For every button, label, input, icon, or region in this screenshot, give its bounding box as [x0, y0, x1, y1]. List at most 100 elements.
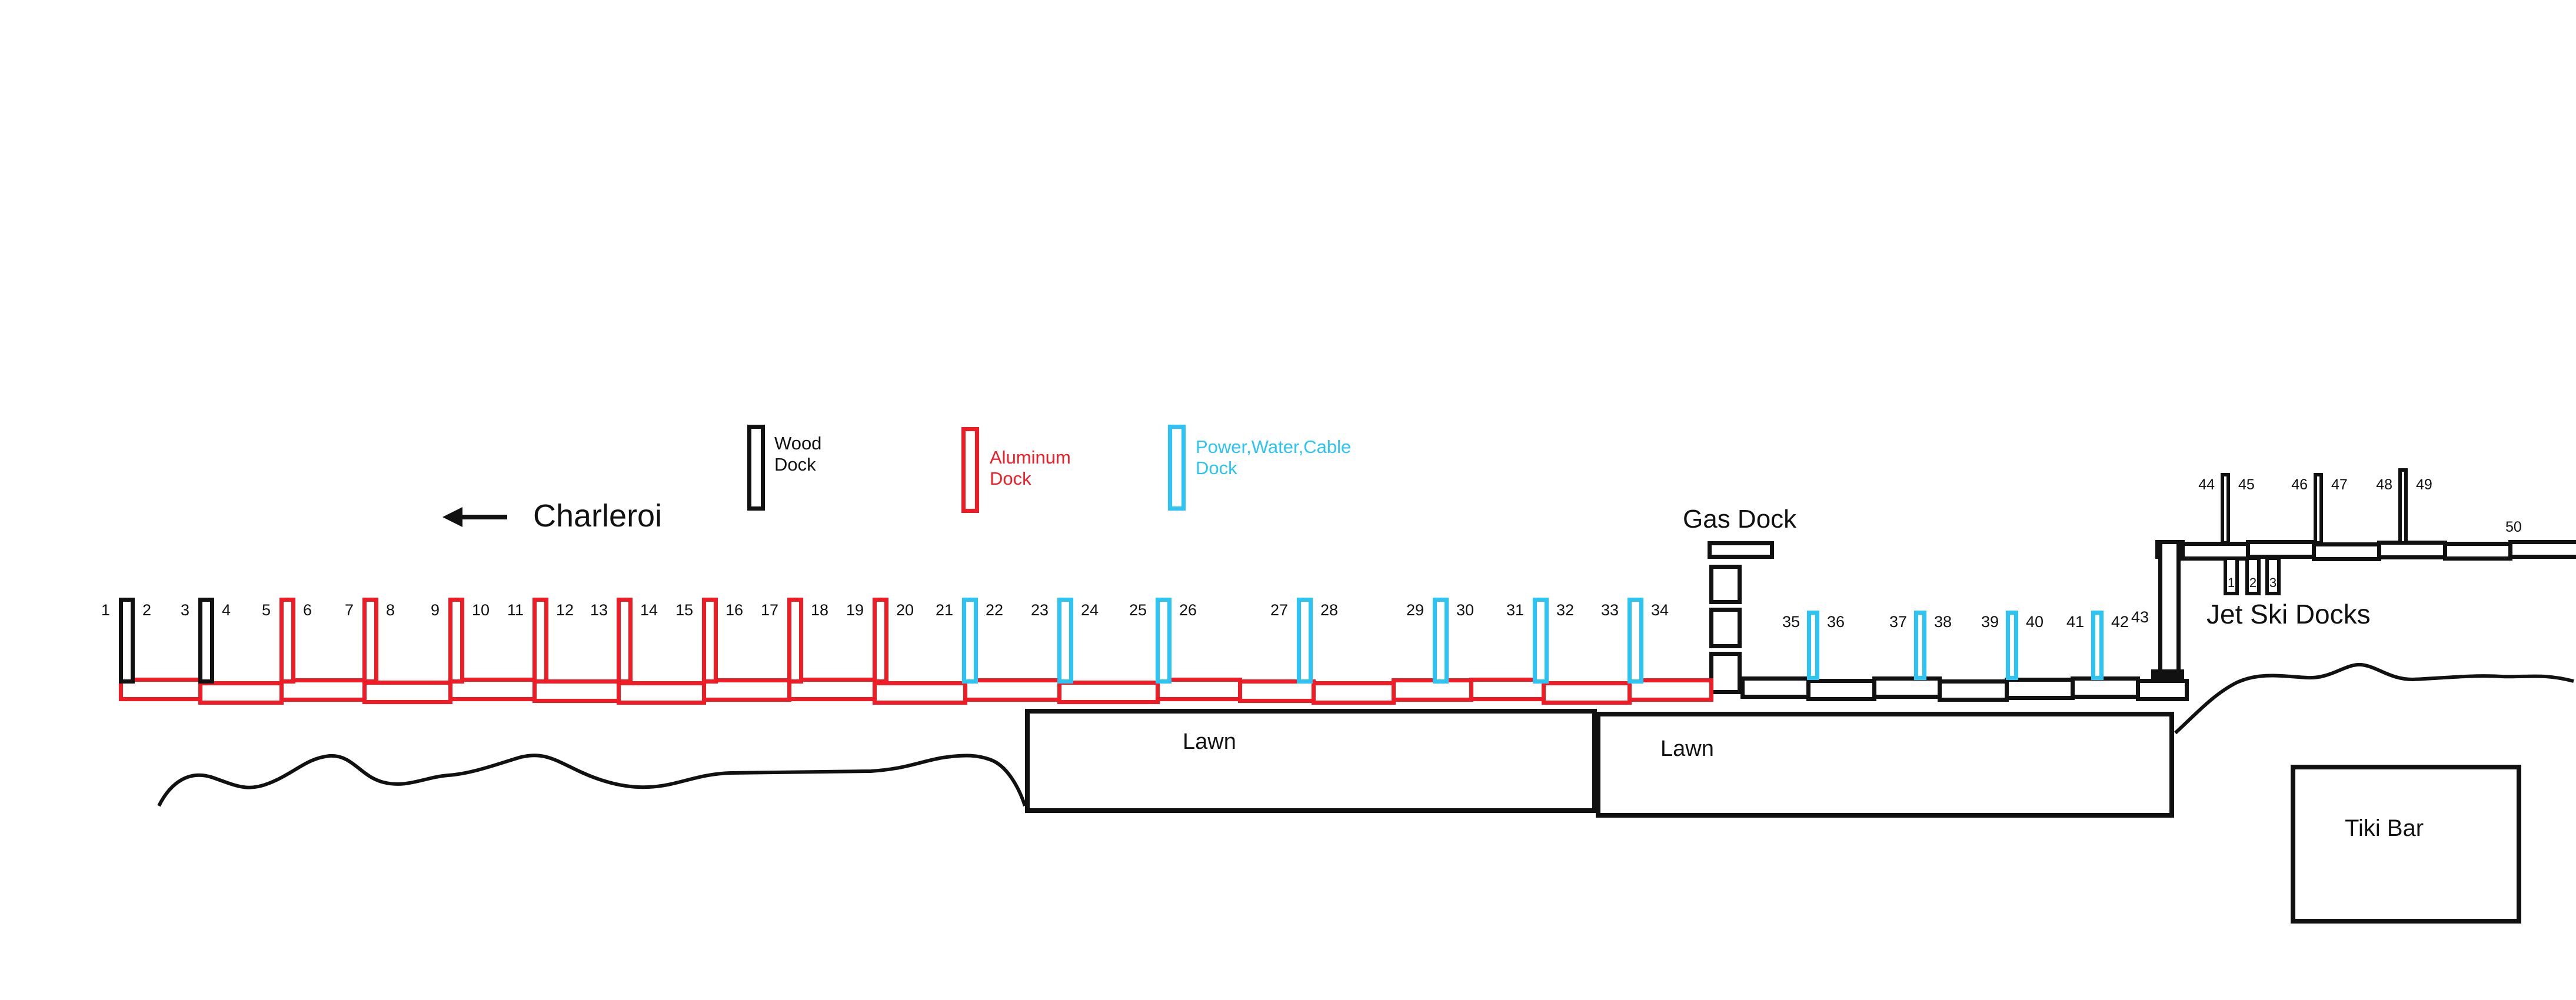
slip-label-11: 11 — [507, 601, 524, 619]
main-walkway-aluminum-segment — [1057, 681, 1160, 704]
main-walkway-aluminum-segment — [362, 681, 452, 704]
slip-finger-44-45 — [2221, 473, 2230, 545]
slip-finger-7-8 — [362, 598, 378, 684]
main-walkway-aluminum-segment — [873, 681, 967, 705]
lawn-area-2 — [1596, 712, 2174, 818]
jetski-slip-3 — [2265, 556, 2281, 595]
legend-power-line1: Power,Water,Cable — [1196, 436, 1352, 457]
gas-dock-section-3 — [1709, 652, 1742, 694]
slip-finger-23-24 — [1057, 598, 1073, 684]
main-walkway-wood-segment — [1938, 679, 2009, 702]
slip-label-20: 20 — [896, 601, 914, 619]
shoreline-right — [2174, 662, 2574, 735]
tiki-bar-label: Tiki Bar — [2345, 815, 2424, 841]
main-walkway-aluminum-segment — [1312, 681, 1396, 705]
main-walkway-wood-segment — [2071, 676, 2140, 699]
legend-label-aluminum-dock: Aluminum Dock — [990, 447, 1071, 489]
legend-power-line2: Dock — [1196, 457, 1237, 478]
gas-dock-section-1 — [1709, 565, 1742, 604]
jetski-slip-1 — [2224, 556, 2239, 595]
slip-label-3: 3 — [180, 601, 189, 619]
slip-label-36: 36 — [1827, 613, 1845, 631]
lawn-label-2: Lawn — [1660, 736, 1714, 761]
slip-label-34: 34 — [1651, 601, 1669, 619]
slip-label-16: 16 — [725, 601, 744, 619]
slip-label-46: 46 — [2291, 476, 2308, 493]
slip-label-4: 4 — [222, 601, 231, 619]
main-walkway-aluminum-segment — [198, 681, 284, 705]
slip-label-43: 43 — [2131, 608, 2149, 626]
jetski-slip-label-3: 3 — [2269, 575, 2277, 590]
main-walkway-aluminum-segment — [279, 678, 367, 702]
slip-finger-17-18 — [787, 598, 803, 684]
slip-label-14: 14 — [640, 601, 658, 619]
shoreline-left — [157, 754, 1027, 807]
slip-label-28: 28 — [1320, 601, 1339, 619]
slip-label-6: 6 — [303, 601, 312, 619]
main-walkway-wood-segment — [2005, 678, 2075, 700]
slip-label-25: 25 — [1129, 601, 1147, 619]
slip-label-32: 32 — [1556, 601, 1575, 619]
slip-label-39: 39 — [1981, 613, 1999, 631]
main-walkway-wood-segment — [2136, 679, 2189, 701]
legend-swatch-aluminum-dock-icon — [961, 427, 979, 513]
charleroi-arrow-head-icon — [442, 507, 462, 527]
slip-label-38: 38 — [1934, 613, 1952, 631]
legend-aluminum-line2: Dock — [990, 468, 1031, 489]
slip-label-31: 31 — [1506, 601, 1524, 619]
main-walkway-wood-segment — [1740, 676, 1810, 699]
legend-label-power-water-cable-dock: Power,Water,Cable Dock — [1196, 436, 1351, 478]
connector-dock-junction — [2151, 669, 2184, 679]
slip-label-15: 15 — [675, 601, 693, 619]
slip-finger-5-6 — [279, 598, 295, 684]
slip-finger-48-49 — [2398, 468, 2408, 545]
slip-label-50: 50 — [2505, 519, 2522, 535]
slip-finger-37-38 — [1914, 611, 1926, 680]
main-walkway-aluminum-segment — [1542, 681, 1632, 705]
slip-label-22: 22 — [986, 601, 1004, 619]
legend-wood-line1: Wood — [774, 433, 822, 454]
jetski-walkway-segment — [2312, 542, 2381, 561]
slip-label-45: 45 — [2238, 476, 2255, 493]
lawn-label-1: Lawn — [1183, 729, 1236, 754]
slip-finger-19-20 — [873, 598, 888, 684]
main-walkway-aluminum-segment — [1469, 678, 1546, 701]
legend-label-wood-dock: Wood Dock — [774, 433, 821, 475]
slip-finger-1-2 — [119, 598, 135, 684]
slip-label-40: 40 — [2026, 613, 2044, 631]
slip-label-41: 41 — [2066, 613, 2084, 631]
slip-finger-21-22 — [962, 598, 978, 684]
slip-label-44: 44 — [2198, 476, 2215, 493]
slip-finger-27-28 — [1297, 598, 1313, 684]
slip-finger-9-10 — [448, 598, 464, 684]
slip-finger-33-34 — [1628, 598, 1643, 684]
jetski-walkway-segment — [2181, 542, 2250, 561]
slip-finger-35-36 — [1807, 611, 1819, 680]
slip-label-21: 21 — [935, 601, 953, 619]
main-walkway-wood-segment — [1872, 676, 1942, 699]
slip-label-12: 12 — [556, 601, 574, 619]
slip-label-26: 26 — [1179, 601, 1197, 619]
slip-label-27: 27 — [1270, 601, 1288, 619]
main-walkway-aluminum-segment — [617, 681, 706, 705]
slip-label-35: 35 — [1782, 613, 1800, 631]
slip-finger-41-42 — [2091, 611, 2104, 680]
charleroi-arrow-icon — [461, 515, 507, 519]
gas-dock-top-platform — [1708, 541, 1774, 559]
slip-label-49: 49 — [2416, 476, 2432, 493]
jetski-walkway-segment — [2508, 540, 2576, 559]
slip-finger-13-14 — [617, 598, 633, 684]
jetski-walkway-segment — [2377, 541, 2447, 559]
slip-label-9: 9 — [430, 601, 440, 619]
slip-label-23: 23 — [1030, 601, 1049, 619]
charleroi-label: Charleroi — [533, 498, 663, 534]
slip-label-30: 30 — [1456, 601, 1475, 619]
jetski-walkway-segment — [2443, 542, 2512, 561]
legend-wood-line2: Dock — [774, 454, 816, 475]
slip-label-47: 47 — [2331, 476, 2348, 493]
slip-label-17: 17 — [760, 601, 778, 619]
legend-aluminum-line1: Aluminum — [990, 447, 1071, 468]
slip-finger-31-32 — [1533, 598, 1549, 684]
